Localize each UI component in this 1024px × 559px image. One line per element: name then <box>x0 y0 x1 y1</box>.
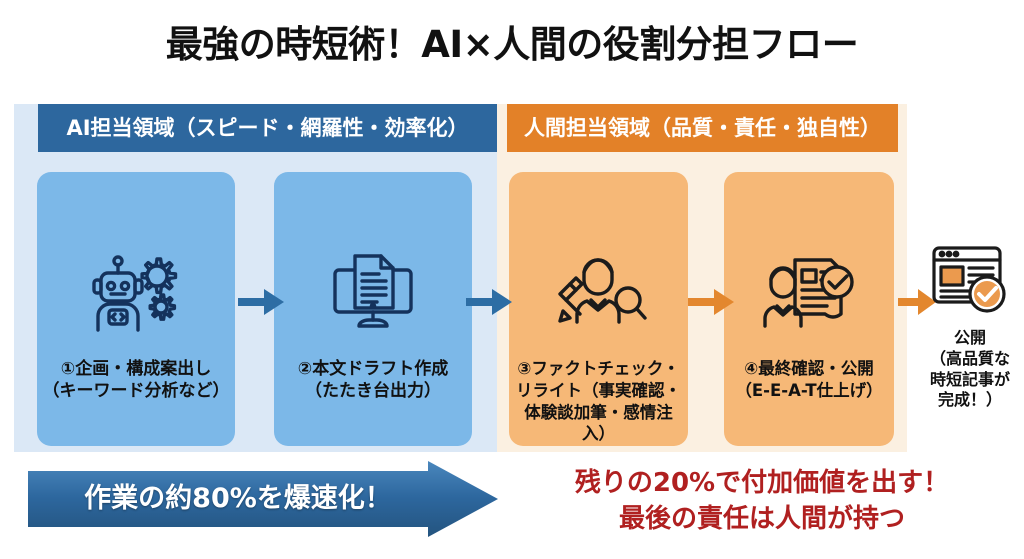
zone-human-header: 人間担当領域（品質・責任・独自性） <box>507 104 898 152</box>
result-block: 公開 （高品質な 時短記事が 完成！） <box>920 242 1020 411</box>
monitor-document-icon <box>327 236 419 346</box>
webpage-check-icon <box>920 242 1020 322</box>
step-card-2[interactable]: ②本文ドラフト作成 （たたき台出力） <box>274 172 472 446</box>
page-title: 最強の時短術！AI×人間の役割分担フロー <box>165 23 859 66</box>
step-card-1[interactable]: ①企画・構成案出し （キーワード分析など） <box>37 172 235 446</box>
person-document-check-icon <box>761 236 857 346</box>
step-card-4[interactable]: ④最終確認・公開 （E-E-A-T仕上げ） <box>724 172 894 446</box>
step-card-3[interactable]: ③ファクトチェック・ リライト（事実確認・ 体験談加筆・感情注入） <box>509 172 688 446</box>
zone-ai-header: AI担当領域（スピード・網羅性・効率化） <box>38 104 497 152</box>
step-card-3-label: ③ファクトチェック・ リライト（事実確認・ 体験談加筆・感情注入） <box>516 359 681 444</box>
flow-arrow-4 <box>898 287 936 317</box>
ai-speed-banner-label: 作業の約80%を爆速化！ <box>84 483 392 514</box>
step-card-1-label: ①企画・構成案出し （キーワード分析など） <box>42 359 230 402</box>
result-label: 公開 （高品質な 時短記事が 完成！） <box>929 328 1010 410</box>
flow-arrow-1 <box>238 287 284 317</box>
human-value-note: 残りの20%で付加価値を出す！ 最後の責任は人間が持つ <box>574 468 950 534</box>
person-pencil-magnifier-icon <box>550 236 648 346</box>
step-card-2-label: ②本文ドラフト作成 （たたき台出力） <box>297 359 449 402</box>
step-card-4-label: ④最終確認・公開 （E-E-A-T仕上げ） <box>735 359 883 400</box>
robot-gears-icon <box>90 236 182 346</box>
ai-speed-banner <box>28 461 498 537</box>
flow-arrow-2 <box>466 287 512 317</box>
flow-arrow-3 <box>688 287 734 317</box>
